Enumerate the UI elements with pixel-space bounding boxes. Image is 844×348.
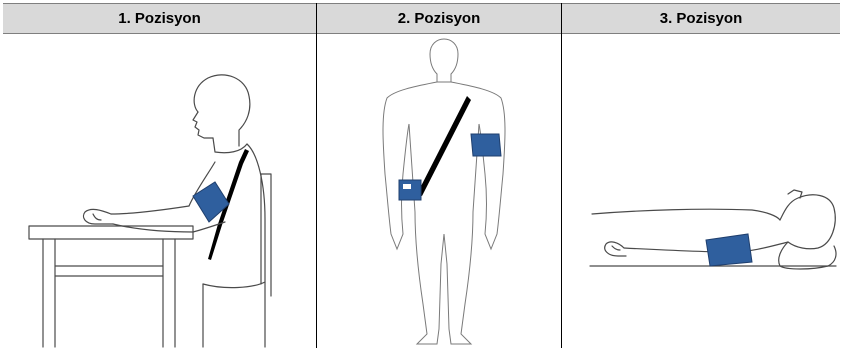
seated-person-cuff-figure — [3, 34, 316, 348]
header-position-2: 2. Pozisyon — [317, 4, 561, 34]
position-1-cell — [3, 34, 316, 348]
header-position-1: 1. Pozisyon — [3, 4, 316, 34]
position-3-cell — [562, 34, 840, 348]
standing-person-cuff-figure — [317, 34, 561, 348]
table-header-row: 1. Pozisyon 2. Pozisyon 3. Pozisyon — [3, 3, 840, 34]
column-divider-2 — [561, 3, 562, 348]
header-position-3: 3. Pozisyon — [562, 4, 840, 34]
positions-table: 1. Pozisyon 2. Pozisyon 3. Pozisyon — [3, 3, 840, 348]
lying-person-cuff-figure — [562, 34, 840, 348]
position-2-cell — [317, 34, 561, 348]
column-divider-1 — [316, 3, 317, 348]
